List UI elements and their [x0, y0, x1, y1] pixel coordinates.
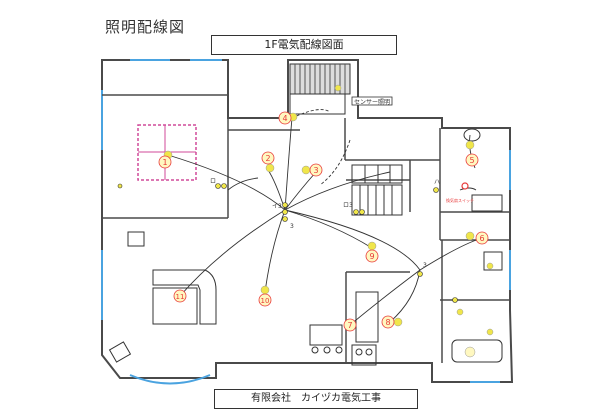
light-3: 3 [301, 163, 323, 177]
switch-label: 3 [290, 223, 294, 230]
light-11: 11 [173, 289, 187, 303]
light-9: 9 [365, 241, 379, 263]
red-switch [461, 182, 469, 190]
light-10: 10 [258, 285, 272, 307]
light-number: 6 [479, 234, 484, 243]
ventilation-label: 換気扇スイッチ [446, 197, 474, 203]
light-number: 10 [261, 297, 270, 305]
switch-label: 3 [423, 262, 427, 269]
switch-label: ハ [434, 179, 440, 186]
light-number: 11 [176, 293, 185, 301]
switch-label: ロ3 [343, 202, 353, 209]
light-number: 5 [469, 156, 474, 165]
furniture [108, 128, 503, 366]
windows [101, 59, 511, 385]
wiring [167, 109, 483, 326]
light-number: 3 [313, 166, 318, 175]
extra-fixtures [334, 84, 494, 358]
interior-stairs [351, 164, 403, 216]
light-number: 9 [369, 252, 374, 261]
light-number: 7 [347, 321, 352, 330]
light-4: 4 [278, 111, 298, 125]
light-number: 2 [265, 154, 270, 163]
company-footer: 有限会社 カイヅカ電気工事 [214, 389, 418, 409]
light-2: 2 [261, 151, 275, 173]
light-number: 1 [162, 158, 167, 167]
light-8: 8 [381, 315, 403, 329]
light-5: 5 [465, 140, 479, 167]
switch-label: イ3 [272, 203, 282, 210]
light-number: 4 [282, 114, 287, 123]
light-number: 8 [385, 318, 390, 327]
sensor-label: センサー照明 [354, 99, 390, 106]
light-7: 7 [343, 318, 357, 332]
switch-label: ロ [210, 178, 216, 185]
entry-stairs [289, 63, 351, 115]
light-6: 6 [465, 231, 489, 245]
light-1: 1 [158, 150, 173, 169]
switches [117, 183, 458, 303]
sensor-label-box [351, 96, 393, 106]
page-title: 照明配線図 [105, 18, 186, 36]
plan-title: 1F電気配線図面 [211, 35, 397, 55]
